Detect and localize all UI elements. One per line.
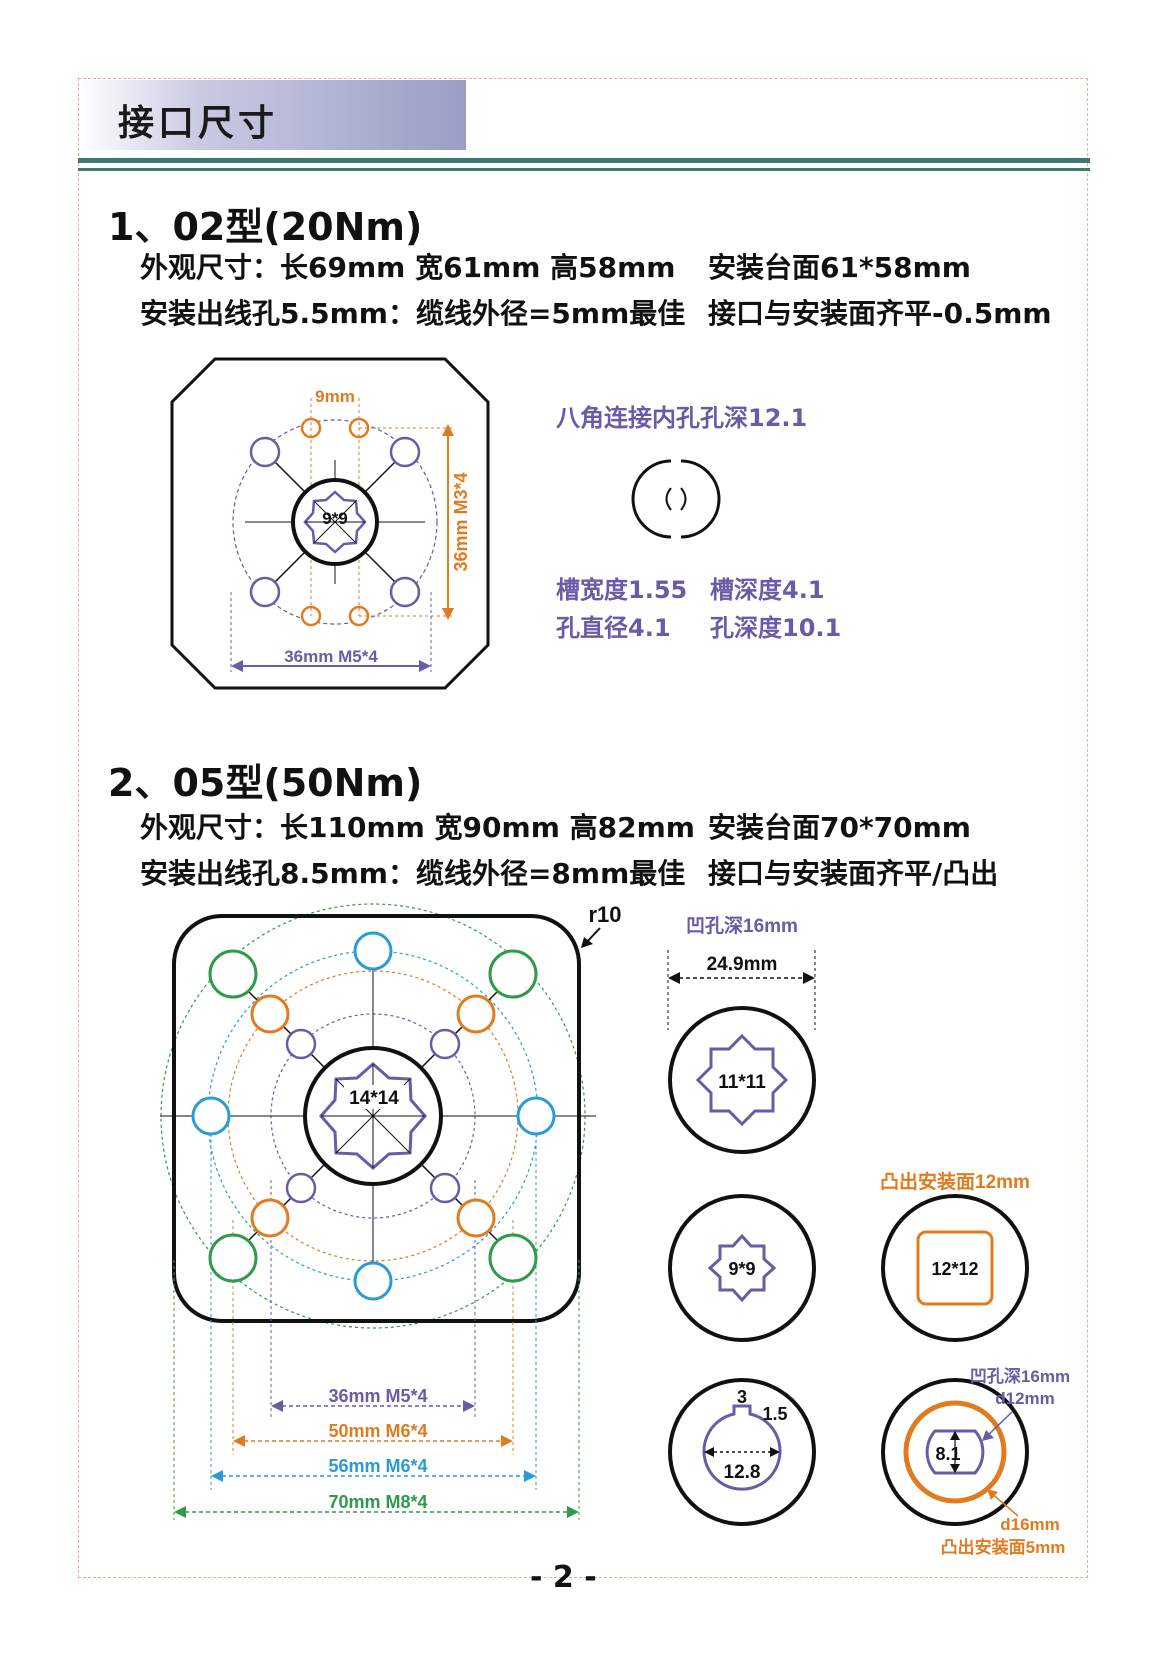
header-rule-thin	[78, 168, 1090, 171]
section1-spec-mount: 安装台面61*58mm	[708, 251, 971, 284]
section1-spec-cable: 安装出线孔5.5mm：缆线外径=5mm最佳	[140, 297, 686, 330]
hole-m5	[249, 436, 281, 468]
square-body	[172, 914, 581, 1323]
page-frame	[78, 78, 1088, 1578]
section1-spec-dimensions: 外观尺寸：长69mm 宽61mm 高58mm	[140, 251, 676, 284]
split-hole-icon	[631, 459, 721, 539]
key-3: 3	[737, 1387, 747, 1407]
note-hole-depth: 孔深度10.1	[710, 614, 842, 642]
recess-depth-top: 凹孔深16mm	[686, 914, 798, 937]
note-slot-width: 槽宽度1.55	[556, 576, 688, 604]
label-12: 12*12	[931, 1259, 978, 1279]
bore-12-8: 12.8	[724, 1462, 761, 1483]
note-octagon-hole: 八角连接内孔孔深12.1	[556, 404, 808, 432]
flat-8-1: 8.1	[935, 1444, 960, 1464]
section2-spec-cable: 安装出线孔8.5mm：缆线外径=8mm最佳	[140, 857, 686, 890]
d16-label: d16mm	[1000, 1515, 1060, 1534]
hole-m5	[389, 436, 421, 468]
square-12	[916, 1230, 994, 1306]
raised-12-title: 凸出安装面12mm	[880, 1170, 1030, 1193]
star-9	[707, 1233, 777, 1303]
center-label-large: 14*14	[349, 1088, 399, 1109]
d12-label: d12mm	[995, 1389, 1055, 1408]
note-slot-depth: 槽深度4.1	[710, 576, 825, 604]
section2-spec-mount: 安装台面70*70mm	[708, 811, 971, 844]
page-number: - 2 -	[530, 1560, 597, 1595]
dim-70: 70mm M8*4	[328, 1492, 427, 1512]
section2-title: 2、05型(50Nm)	[108, 761, 423, 805]
dim-50: 50mm M6*4	[328, 1421, 427, 1441]
label-11: 11*11	[718, 1072, 766, 1093]
keyed-bore	[702, 1404, 782, 1491]
section2-spec-flush: 接口与安装面齐平/凸出	[708, 857, 999, 890]
hole-m5	[389, 576, 421, 608]
page-title: 接口尺寸	[118, 103, 279, 144]
hole-m5	[249, 576, 281, 608]
note-hole-diameter: 孔直径4.1	[556, 614, 671, 642]
section1-title: 1、02型(20Nm)	[108, 205, 423, 249]
dim-right: 36mm M3*4	[451, 472, 471, 571]
label-9: 9*9	[728, 1259, 755, 1279]
dim-top: 9mm	[315, 387, 355, 406]
header-rule	[78, 158, 1090, 163]
section2-spec-dimensions: 外观尺寸：长110mm 宽90mm 高82mm	[140, 811, 695, 844]
star-11	[695, 1033, 789, 1127]
key-1-5: 1.5	[762, 1404, 787, 1424]
raised-5-label: 凸出安装面5mm	[941, 1537, 1066, 1557]
header-tab	[80, 80, 466, 150]
dim-bottom: 36mm M5*4	[284, 647, 378, 666]
octagon-star	[303, 490, 367, 554]
dim-56: 56mm M6*4	[328, 1456, 427, 1476]
bolt-circle	[232, 419, 438, 625]
center-label: 9*9	[322, 509, 348, 528]
section1-spec-flush: 接口与安装面齐平-0.5mm	[708, 297, 1052, 330]
recess-depth-bottom: 凹孔深16mm	[970, 1366, 1070, 1386]
dim-36: 36mm M5*4	[328, 1386, 427, 1406]
width-24-9: 24.9mm	[707, 954, 778, 975]
corner-radius-label: r10	[588, 902, 621, 927]
octagon-body	[170, 357, 490, 690]
